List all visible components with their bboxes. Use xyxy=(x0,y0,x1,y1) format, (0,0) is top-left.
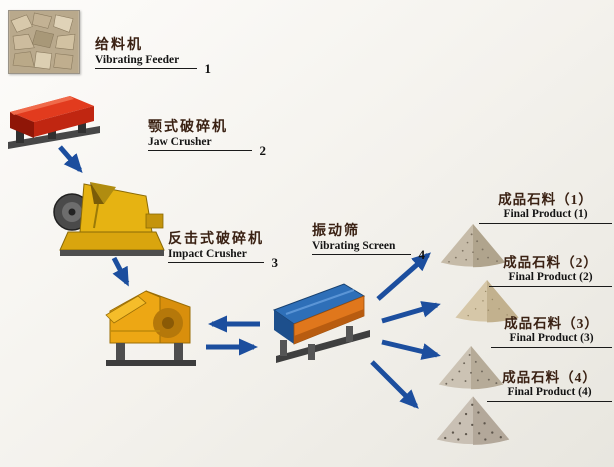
stage-label-impact-crusher: 反击式破碎机 Impact Crusher 3 xyxy=(168,228,278,270)
stage-label-zh: 反击式破碎机 xyxy=(168,232,264,247)
impact-crusher-icon xyxy=(105,290,196,366)
product-label-en: Final Product (1) xyxy=(503,208,588,220)
arrow-screen-to-product-1 xyxy=(376,252,432,301)
stage-label-zh: 振动筛 xyxy=(312,224,360,239)
product-label-en: Final Product (2) xyxy=(508,271,593,283)
vibrating-feeder-icon xyxy=(8,96,100,149)
stage-number: 2 xyxy=(259,143,267,158)
stone-pile-icon xyxy=(440,224,506,268)
product-label-zh: 成品石料（1） xyxy=(498,192,593,207)
stone-pile-icon xyxy=(455,280,519,323)
jaw-crusher-image xyxy=(50,170,170,262)
stage-label-en: Impact Crusher xyxy=(168,248,247,260)
product-label-4: 成品石料（4） Final Product (4) xyxy=(487,366,612,402)
raw-stone-photo-icon xyxy=(9,11,79,73)
stone-pile-icon xyxy=(438,346,504,390)
stage-label-jaw-crusher: 颚式破碎机 Jaw Crusher 2 xyxy=(148,116,266,158)
product-label-3: 成品石料（3） Final Product (3) xyxy=(491,312,612,348)
stage-label-en: Vibrating Feeder xyxy=(95,54,180,66)
jaw-crusher-icon xyxy=(53,182,165,256)
arrow-screen-to-product-2 xyxy=(381,301,441,324)
stage-label-en: Vibrating Screen xyxy=(312,240,396,252)
product-label-1: 成品石料（1） Final Product (1) xyxy=(479,188,612,224)
product-label-zh: 成品石料（2） xyxy=(503,255,598,270)
product-label-en: Final Product (4) xyxy=(507,386,592,398)
product-label-zh: 成品石料（3） xyxy=(504,316,599,331)
stage-label-vibrating-feeder: 给料机 Vibrating Feeder 1 xyxy=(95,34,211,76)
product-pile-4 xyxy=(434,394,512,448)
stage-label-vibrating-screen: 振动筛 Vibrating Screen 4 xyxy=(312,220,425,262)
impact-crusher-image xyxy=(98,281,203,376)
vibrating-screen-icon xyxy=(272,283,370,363)
arrow-jaw-to-impact xyxy=(111,256,130,287)
arrow-feeder-to-jaw xyxy=(58,145,83,174)
stage-label-zh: 给料机 xyxy=(95,38,143,53)
stage-number: 1 xyxy=(204,61,212,76)
product-label-en: Final Product (3) xyxy=(509,332,594,344)
stage-label-zh: 颚式破碎机 xyxy=(148,120,228,135)
stage-number: 3 xyxy=(271,255,279,270)
raw-stone-photo xyxy=(8,10,80,74)
vibrating-feeder-image xyxy=(4,92,104,152)
product-label-zh: 成品石料（4） xyxy=(502,370,597,385)
product-pile-3 xyxy=(434,344,508,392)
stage-label-en: Jaw Crusher xyxy=(148,136,212,148)
vibrating-screen-image xyxy=(266,276,376,371)
arrow-screen-to-product-4 xyxy=(370,360,419,409)
arrow-screen-to-product-3 xyxy=(381,339,441,360)
stage-number: 4 xyxy=(418,247,426,262)
product-pile-1 xyxy=(438,222,508,270)
product-pile-2 xyxy=(450,278,524,325)
product-label-2: 成品石料（2） Final Product (2) xyxy=(489,251,612,287)
stone-pile-icon xyxy=(436,396,510,445)
